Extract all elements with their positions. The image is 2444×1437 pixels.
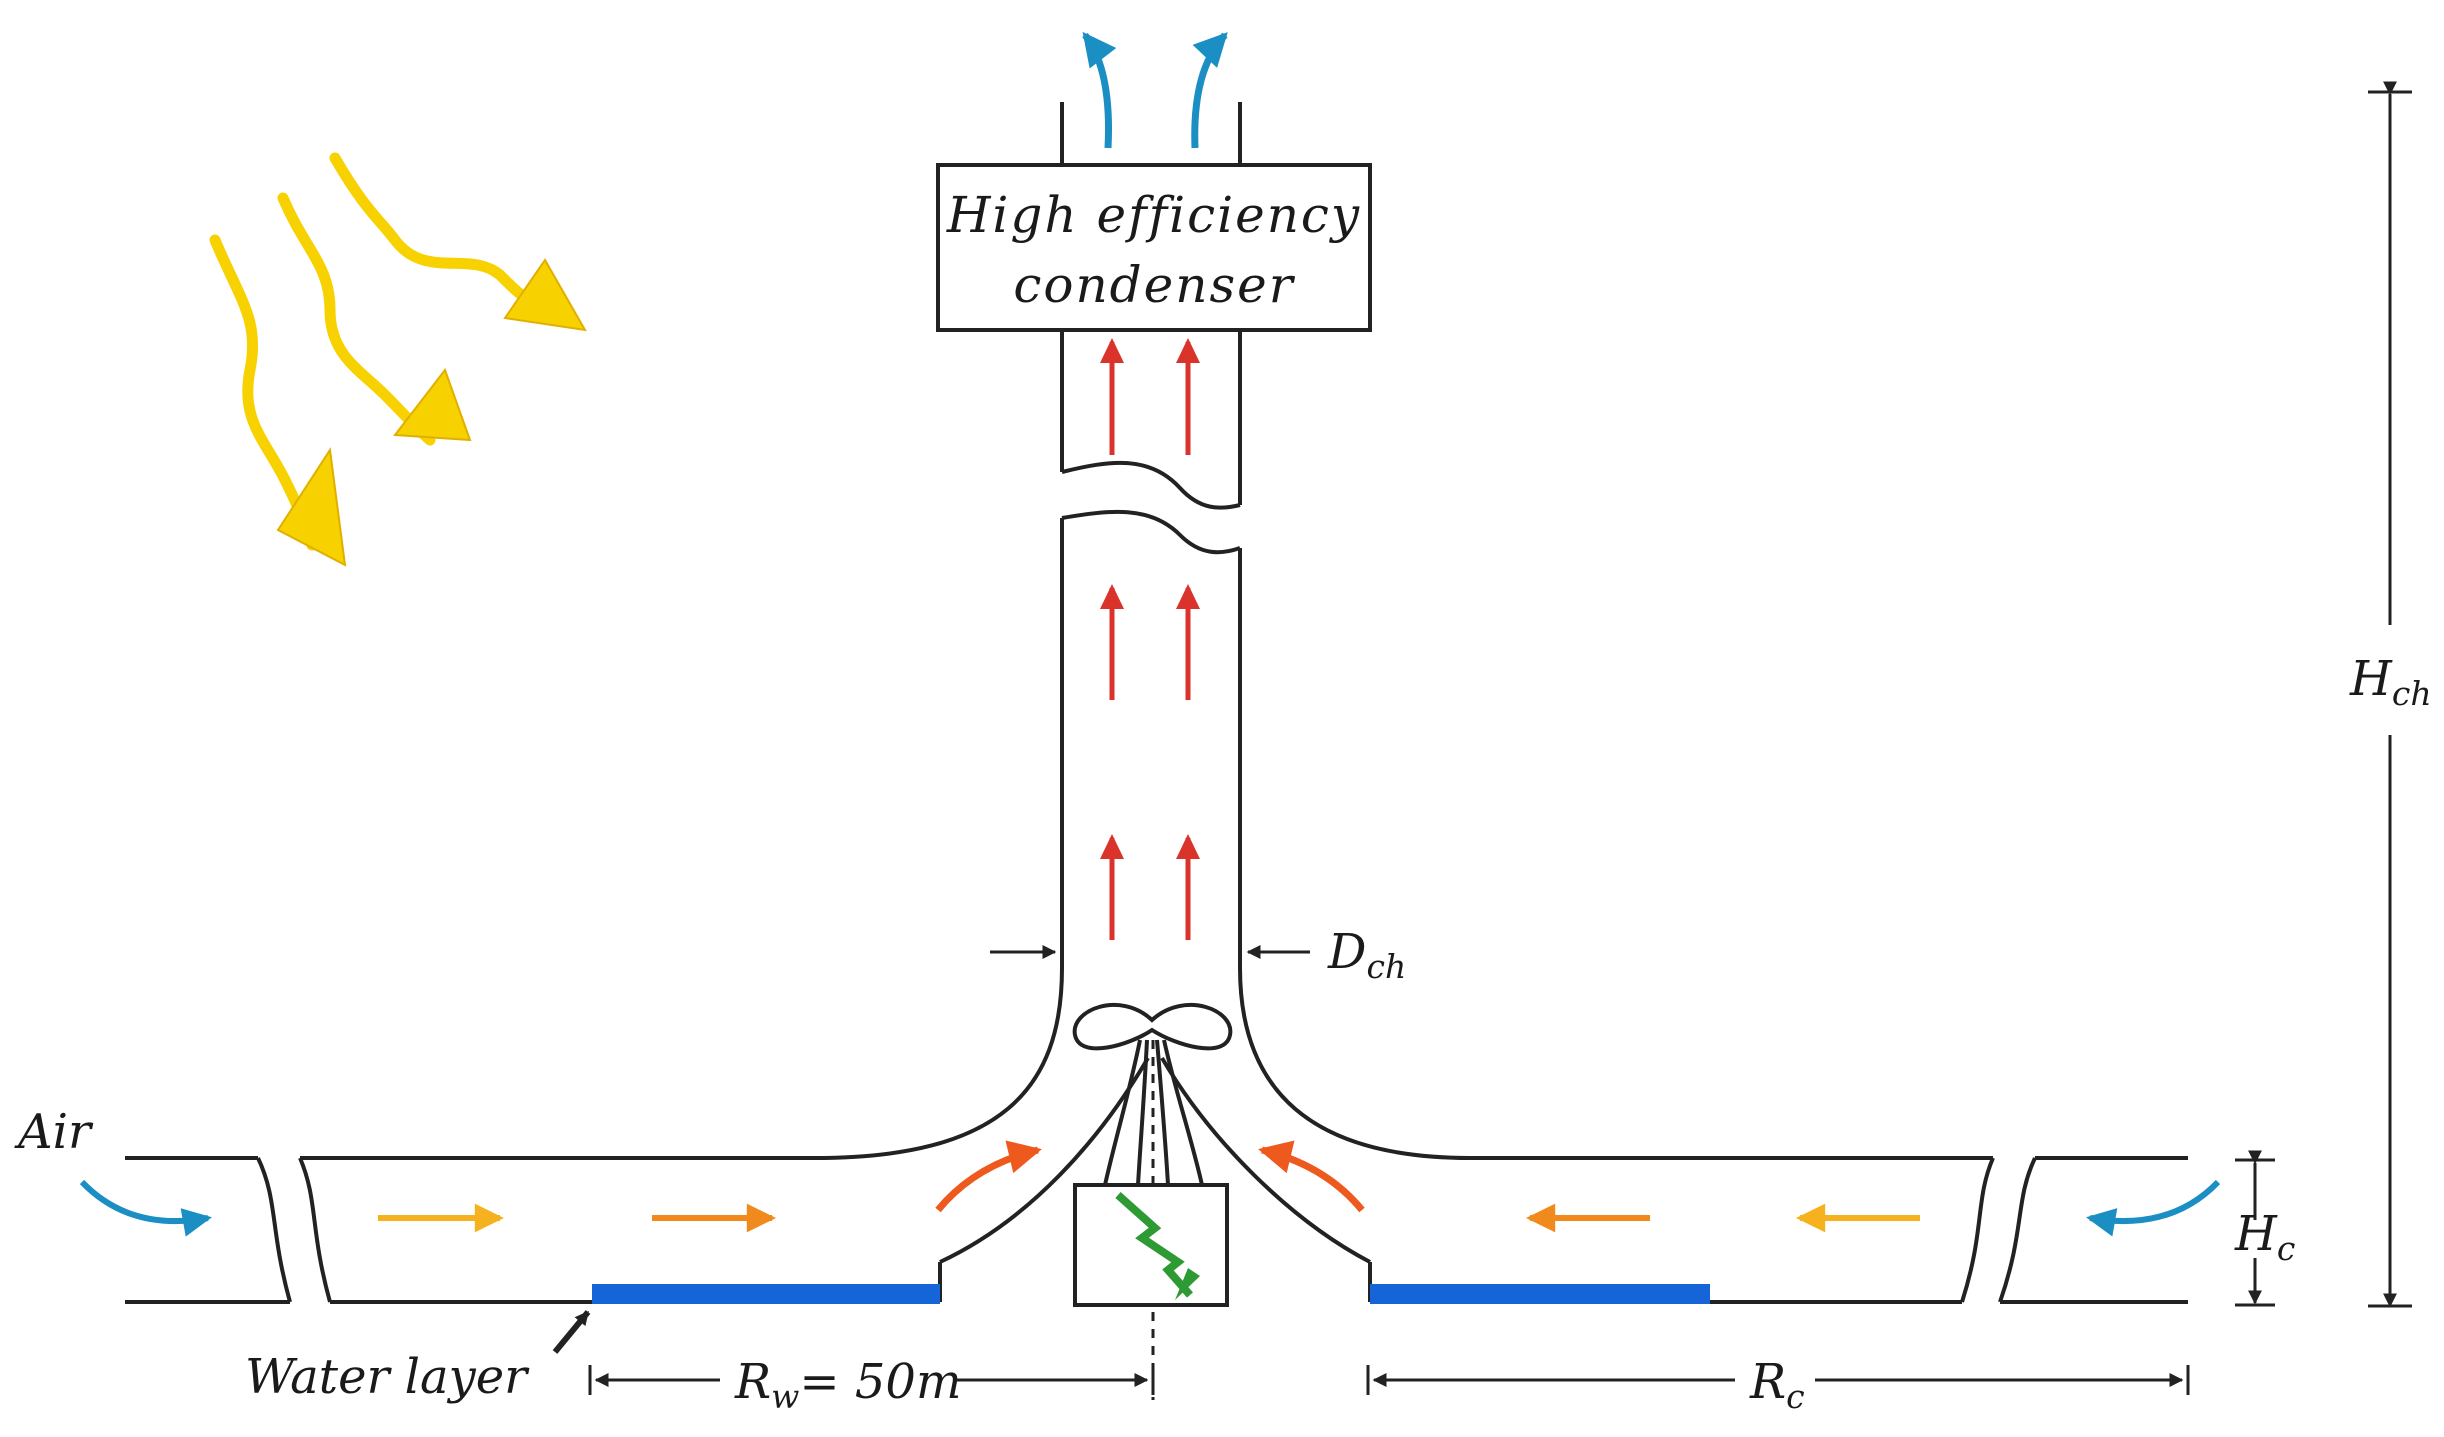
airflow-arrow-icon bbox=[1176, 338, 1200, 455]
hc-label: Hc bbox=[2234, 1206, 2295, 1268]
airflow-arrow-icon bbox=[1796, 1203, 1920, 1233]
airflow-arrow-icon bbox=[79, 1179, 212, 1237]
dimension-lines bbox=[552, 81, 2412, 1395]
airflow-arrow-icon bbox=[1191, 32, 1228, 149]
airflow-arrow-icon bbox=[1100, 338, 1124, 455]
collector bbox=[125, 1056, 2188, 1304]
sun-ray-icon bbox=[329, 152, 587, 332]
chimney bbox=[814, 102, 1471, 1160]
airflow-arrow-icon bbox=[2086, 1179, 2221, 1237]
condenser-line2: condenser bbox=[1013, 256, 1295, 314]
airflow-arrow-icon bbox=[378, 1203, 504, 1233]
airflow-arrow-icon bbox=[1258, 1140, 1365, 1213]
generator-bolt-icon bbox=[1115, 1192, 1194, 1298]
airflow-arrows bbox=[79, 31, 2221, 1237]
water-layer-label: Water layer bbox=[245, 1349, 530, 1405]
airflow-arrow-icon bbox=[1176, 834, 1200, 940]
air-label: Air bbox=[14, 1104, 94, 1160]
condenser-box: High efficiency condenser bbox=[936, 163, 1372, 332]
sun-rays bbox=[209, 152, 587, 567]
airflow-arrow-icon bbox=[1100, 834, 1124, 940]
turbine-icon bbox=[1072, 1003, 1233, 1186]
airflow-arrow-icon bbox=[1526, 1203, 1650, 1233]
dch-label: Dch bbox=[1327, 924, 1406, 986]
sun-ray-icon bbox=[209, 234, 347, 567]
condenser-line1: High efficiency bbox=[946, 186, 1361, 244]
airflow-arrow-icon bbox=[1176, 584, 1200, 700]
airflow-arrow-icon bbox=[652, 1203, 776, 1233]
hch-label: Hch bbox=[2349, 651, 2432, 713]
airflow-arrow-icon bbox=[935, 1140, 1042, 1213]
generator-box bbox=[1073, 1183, 1229, 1307]
rc-label: Rc bbox=[1749, 1354, 1805, 1416]
airflow-arrow-icon bbox=[1082, 31, 1117, 149]
water-layer-right bbox=[1370, 1284, 1710, 1304]
rw-label: Rw= 50m bbox=[734, 1354, 961, 1416]
sun-ray-icon bbox=[277, 192, 472, 446]
water-layer-left bbox=[592, 1284, 940, 1304]
airflow-arrow-icon bbox=[1100, 584, 1124, 700]
